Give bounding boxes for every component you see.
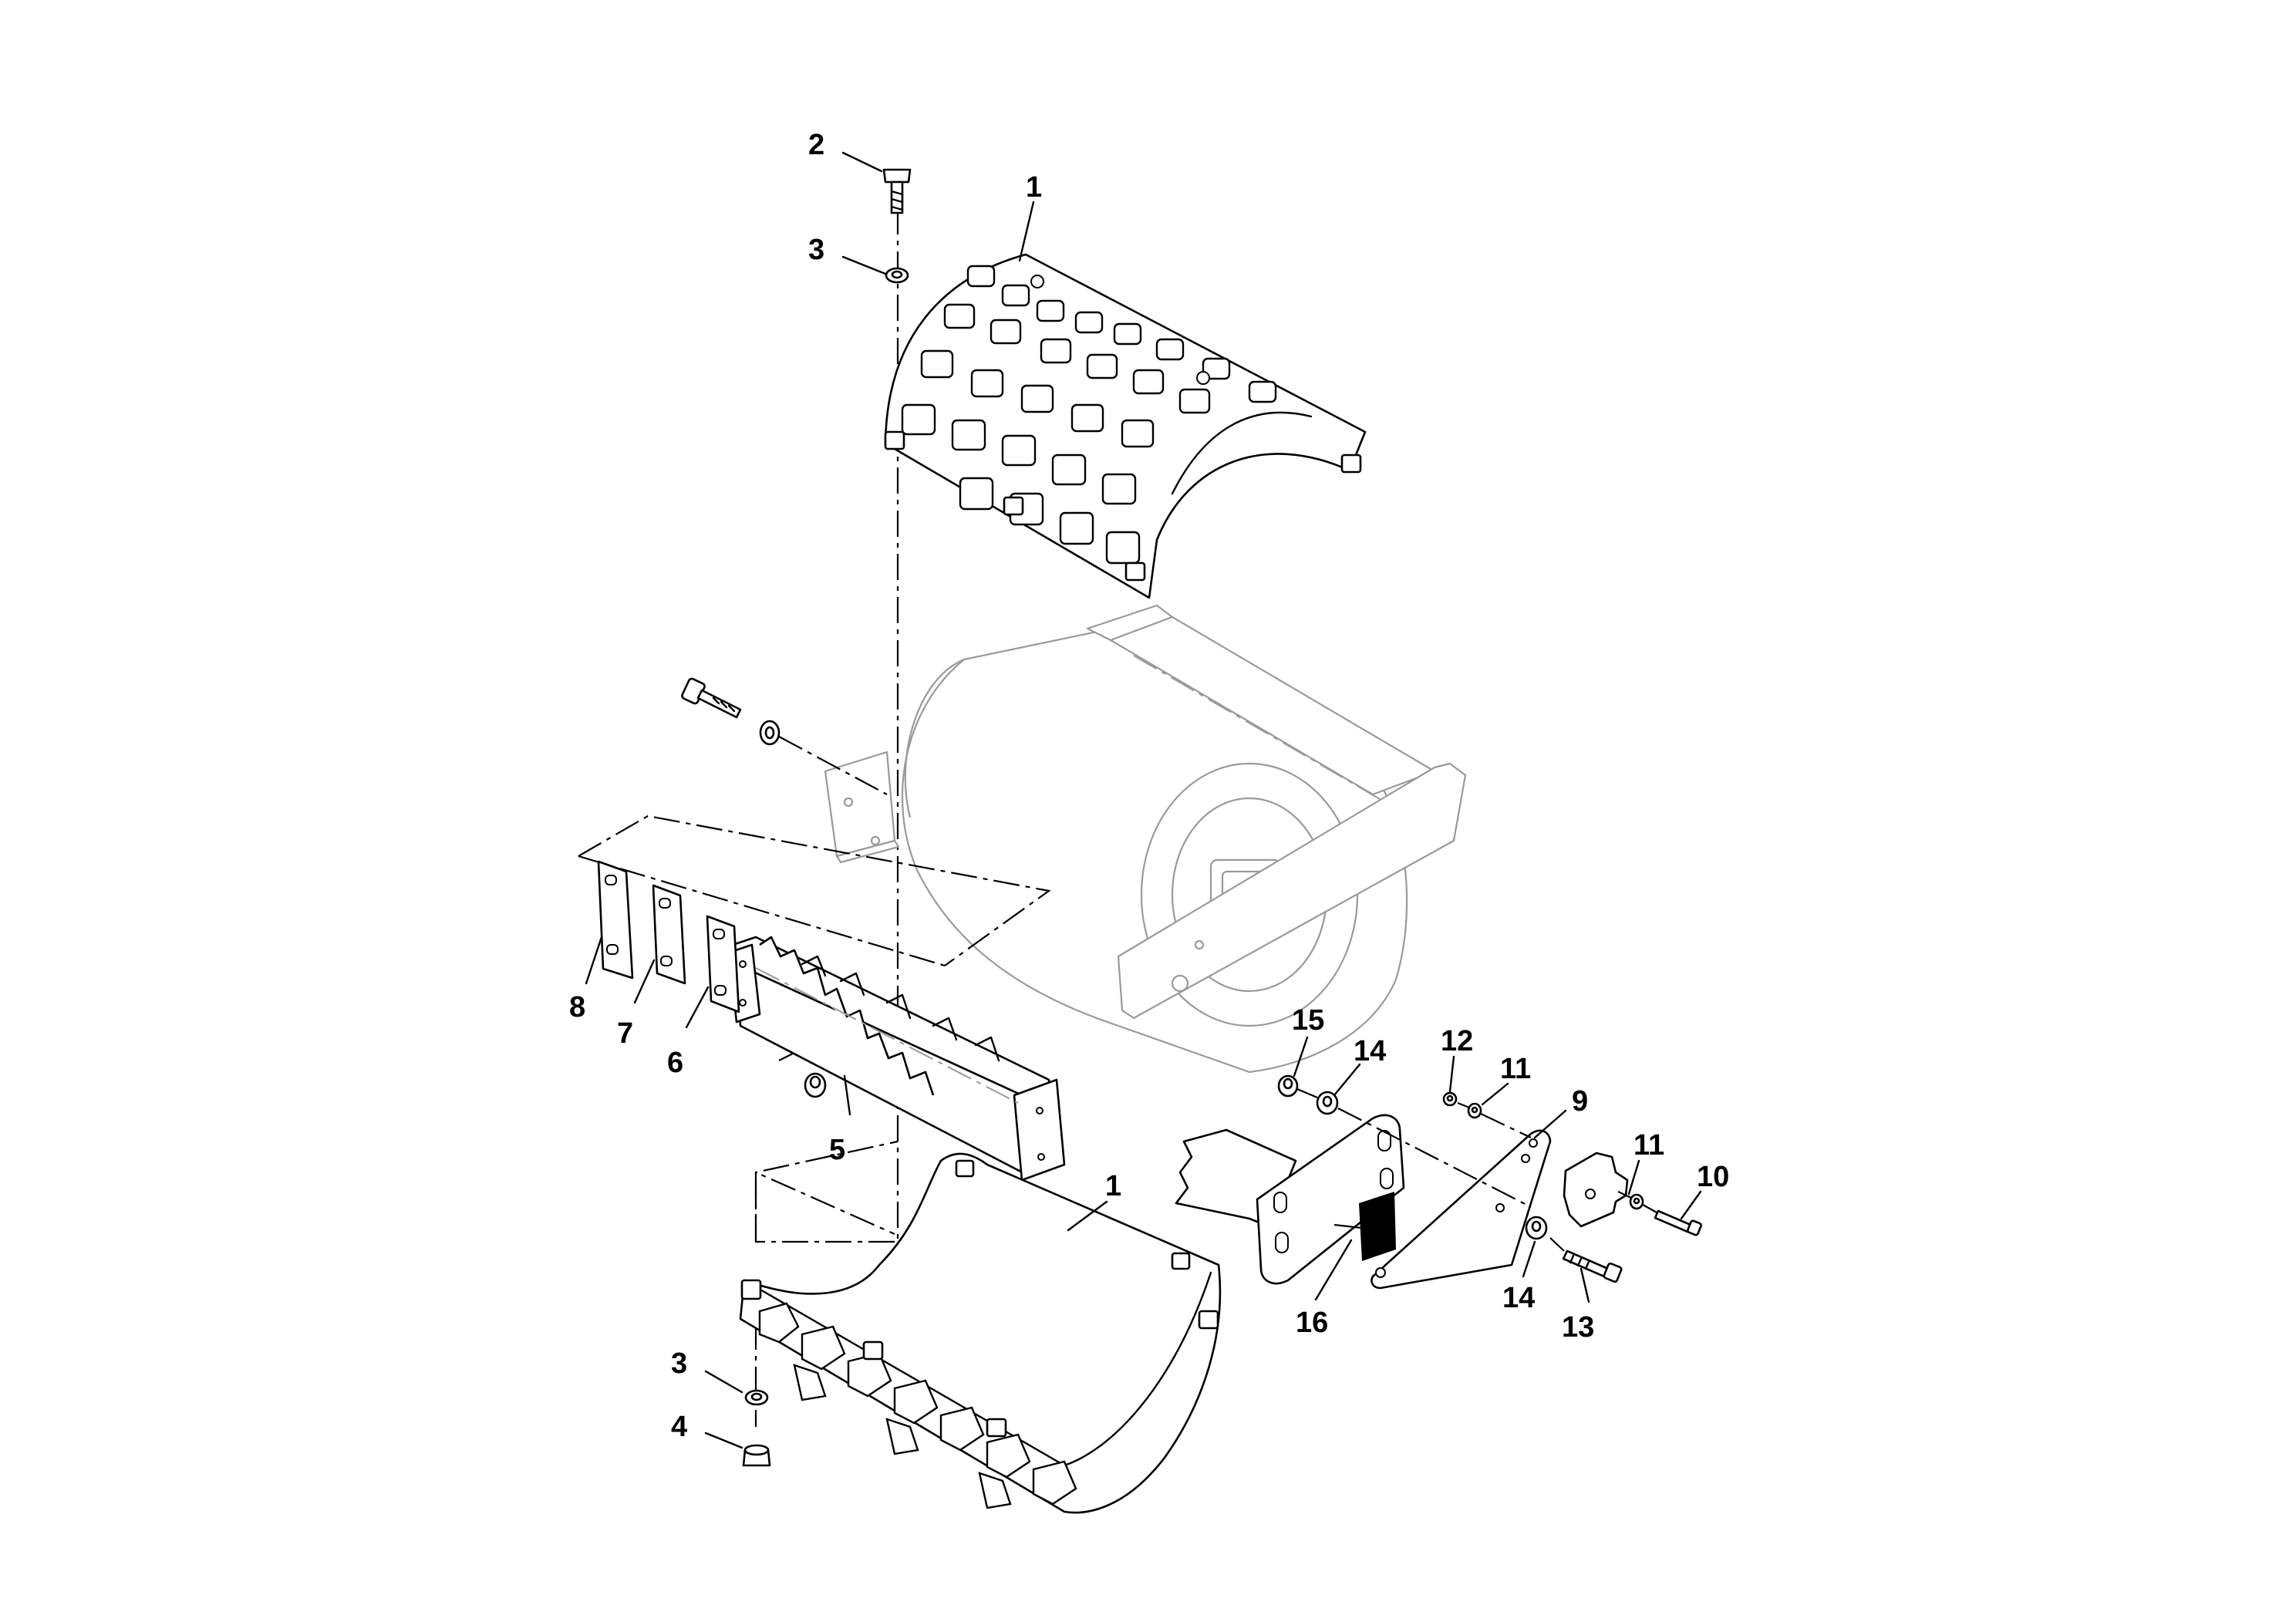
shim-plate-7 [652,884,686,985]
callout-6: 6 [667,1047,683,1079]
scraper-bar [727,936,1066,1182]
washer-11-right [1629,1193,1644,1210]
callout-3-top: 3 [808,234,824,266]
mounting-plate [1256,1114,1405,1285]
callout-16: 16 [1296,1307,1328,1339]
washer-12 [1442,1091,1458,1107]
washer-11-left [1467,1102,1482,1119]
callout-10: 10 [1697,1161,1729,1193]
upper-shell-padfeet [901,265,1277,565]
scraper-nut [804,1072,827,1098]
callout-labels: 2 1 3 8 7 6 5 1 3 4 15 14 12 11 9 11 10 … [569,129,1729,1443]
nut-15 [1277,1074,1299,1098]
drum-assembly [578,604,1467,1074]
callout-15: 15 [1292,1004,1324,1037]
horizontal-bolt [681,677,742,719]
bottom-nut [742,1444,771,1467]
callout-9: 9 [1572,1085,1588,1118]
scraper-block [1563,1152,1629,1228]
callout-3-bottom: 3 [671,1347,687,1380]
bolt-13 [1562,1249,1623,1283]
callout-11-left: 11 [1500,1053,1531,1085]
callout-2: 2 [808,129,824,161]
callout-5: 5 [829,1134,845,1166]
callout-4: 4 [671,1411,687,1443]
shim-plate-6 [706,915,740,1013]
callout-12: 12 [1441,1025,1473,1057]
bottom-washer [744,1389,769,1406]
horizontal-washer [759,720,781,746]
bolt-10 [1654,1209,1702,1236]
callout-14-bottom: 14 [1502,1282,1535,1314]
washer-14-top [1316,1091,1339,1115]
callout-1-bottom: 1 [1105,1170,1121,1202]
callout-8: 8 [569,991,585,1023]
callout-11-right: 11 [1633,1129,1664,1162]
lower-shell-padfeet [758,1302,1077,1509]
callout-1-top: 1 [1026,171,1042,204]
washer-14-bottom [1525,1216,1548,1240]
top-bolt [882,168,912,214]
leader-lines [585,151,1702,1449]
top-washer [885,267,909,284]
callout-14-top: 14 [1354,1035,1386,1067]
callout-13: 13 [1562,1311,1594,1344]
shim-plate-8 [597,860,634,980]
scraper-blade-16 [1359,1192,1396,1261]
callout-7: 7 [617,1017,633,1050]
lower-shell-segment [739,1152,1222,1514]
scraper-arm-9 [1371,1129,1552,1290]
upper-shell-segment [884,253,1367,599]
